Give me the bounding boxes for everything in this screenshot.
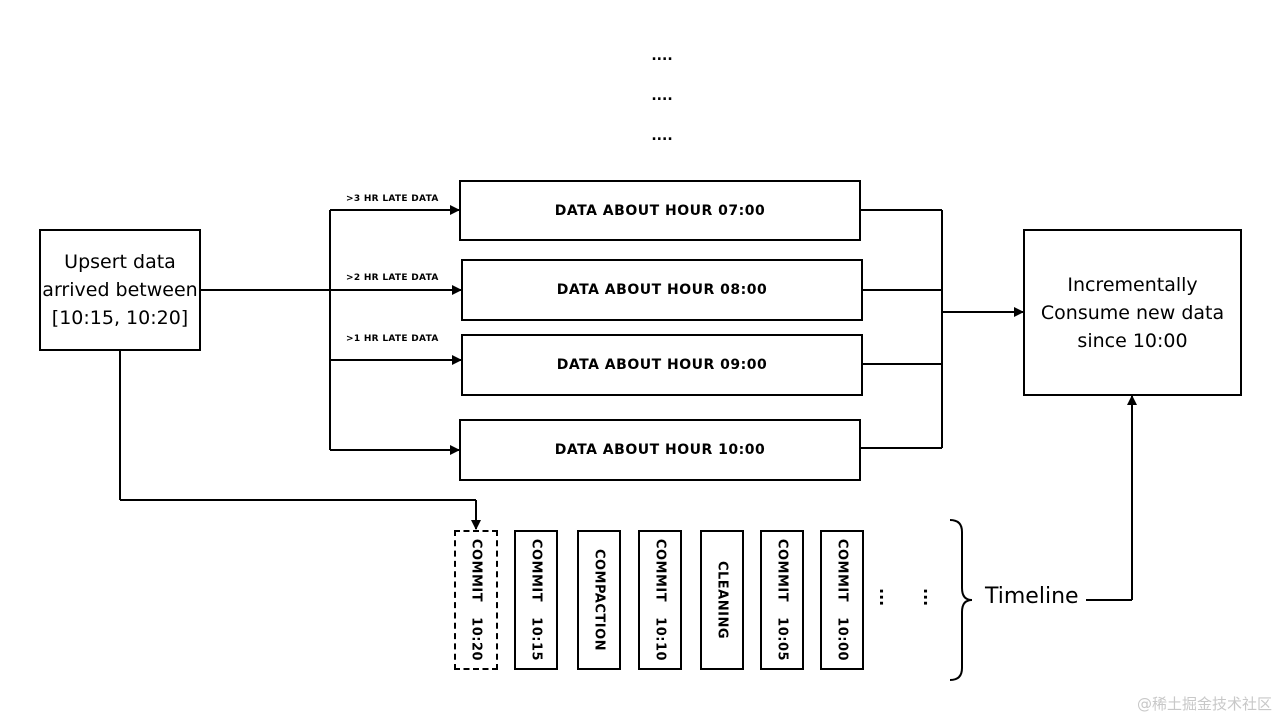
timeline-action-box: COMMIT 10:10 — [638, 530, 682, 670]
timeline-action-label: COMMIT 10:15 — [528, 538, 544, 662]
hour-box-10: DATA ABOUT HOUR 10:00 — [459, 419, 861, 481]
timeline-action-box: COMMIT 10:20 — [454, 530, 498, 670]
timeline-action-box: COMMIT 10:15 — [514, 530, 558, 670]
top-ellipsis-3: .... — [651, 128, 673, 144]
hour-box-09: DATA ABOUT HOUR 09:00 — [461, 334, 863, 396]
timeline-ellipsis-1: ... — [876, 588, 895, 607]
incremental-consumer-box: Incrementally Consume new data since 10:… — [1023, 229, 1242, 396]
late-label-1hr: >1 HR LATE DATA — [346, 334, 439, 344]
late-label-2hr: >2 HR LATE DATA — [346, 273, 439, 283]
timeline-action-label: COMMIT 10:20 — [468, 538, 484, 662]
watermark: @稀土掘金技术社区 — [1136, 695, 1272, 713]
timeline-ellipsis-2: ... — [920, 588, 939, 607]
timeline-action-box: COMMIT 10:00 — [820, 530, 864, 670]
late-label-3hr: >3 HR LATE DATA — [346, 194, 439, 204]
timeline-action-label: COMMIT 10:10 — [652, 538, 668, 662]
timeline-action-box: COMPACTION — [577, 530, 621, 670]
timeline-brace — [949, 519, 973, 681]
timeline-action-box: COMMIT 10:05 — [760, 530, 804, 670]
hour-box-07: DATA ABOUT HOUR 07:00 — [459, 180, 861, 241]
hour-box-08: DATA ABOUT HOUR 08:00 — [461, 259, 863, 321]
upsert-source-box: Upsert data arrived between [10:15, 10:2… — [39, 229, 201, 351]
timeline-action-label: COMMIT 10:00 — [834, 538, 850, 662]
timeline-label: Timeline — [985, 584, 1079, 609]
timeline-action-label: COMPACTION — [591, 548, 607, 652]
top-ellipsis-1: .... — [651, 48, 673, 64]
timeline-action-label: COMMIT 10:05 — [774, 538, 790, 662]
top-ellipsis-2: .... — [651, 88, 673, 104]
timeline-action-box: CLEANING — [700, 530, 744, 670]
timeline-action-label: CLEANING — [714, 560, 730, 640]
